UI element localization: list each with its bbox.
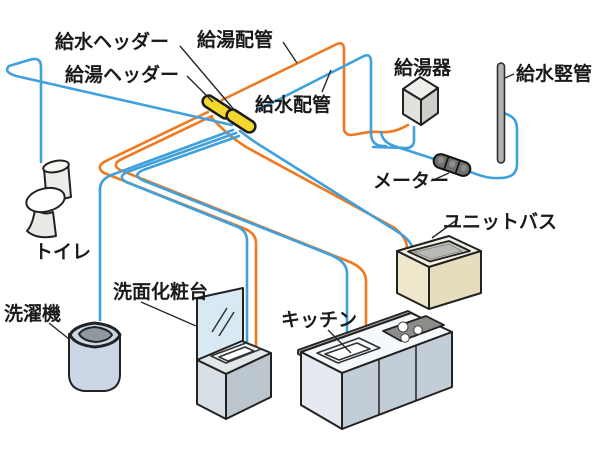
washing-machine-fixture (68, 321, 122, 392)
label-toilet: トイレ (34, 241, 91, 263)
label-hot-piping: 給湯配管 (197, 28, 273, 51)
leader-hot-header (186, 75, 214, 103)
cold-pipe-to-vanity (120, 131, 249, 346)
label-hot-header: 給湯ヘッダー (65, 63, 179, 86)
cold-riser-pipe (496, 62, 506, 164)
leader-lines (48, 41, 515, 354)
cold-pipe-riser-to-meter (379, 111, 519, 180)
leader-meter (430, 172, 450, 182)
unit-bath-fixture (396, 235, 482, 310)
water-heater-unit (402, 76, 439, 126)
hot-pipe-supply-from-heater (220, 42, 410, 137)
hot-pipe-to-bath (209, 115, 409, 249)
leader-washer (48, 322, 70, 340)
leader-hot-piping (282, 41, 298, 64)
leader-cold-riser (504, 73, 515, 79)
label-vanity: 洗面化粧台 (113, 280, 208, 303)
cold-pipe-to-bath (238, 129, 415, 252)
cold-pipe-to-heater (371, 125, 416, 150)
cold-pipe-to-kitchen (136, 134, 349, 336)
label-cold-piping: 給水配管 (255, 93, 331, 116)
label-kitchen: キッチン (281, 309, 357, 331)
label-meter: メーター (373, 170, 449, 192)
label-unit-bath: ユニットバス (443, 211, 557, 233)
vanity-fixture (196, 287, 272, 420)
leader-cold-header (179, 45, 237, 113)
hot-pipes (98, 42, 410, 354)
label-cold-header: 給水ヘッダー (55, 30, 169, 53)
leader-cold-piping (321, 69, 332, 93)
cold-water-header-manifold (225, 108, 257, 134)
text-labels: 給水ヘッダー 給湯ヘッダー 給湯配管 給水配管 給湯器 給水竪管 メーター ユニ… (4, 28, 592, 331)
label-washer: 洗濯機 (4, 302, 61, 325)
leader-unit-bath (431, 218, 459, 239)
label-water-heater: 給湯器 (394, 56, 452, 79)
cold-pipes (5, 54, 519, 346)
label-cold-riser: 給水竪管 (516, 62, 592, 85)
water-meter (432, 153, 472, 177)
toilet-fixture (25, 159, 72, 239)
kitchen-fixture (297, 310, 453, 430)
leader-vanity (140, 301, 197, 327)
cold-pipe-to-cold-header (254, 54, 388, 148)
cold-pipe-to-toilet (5, 57, 234, 164)
cold-pipe-to-washer (98, 128, 235, 322)
leader-kitchen (327, 329, 352, 354)
